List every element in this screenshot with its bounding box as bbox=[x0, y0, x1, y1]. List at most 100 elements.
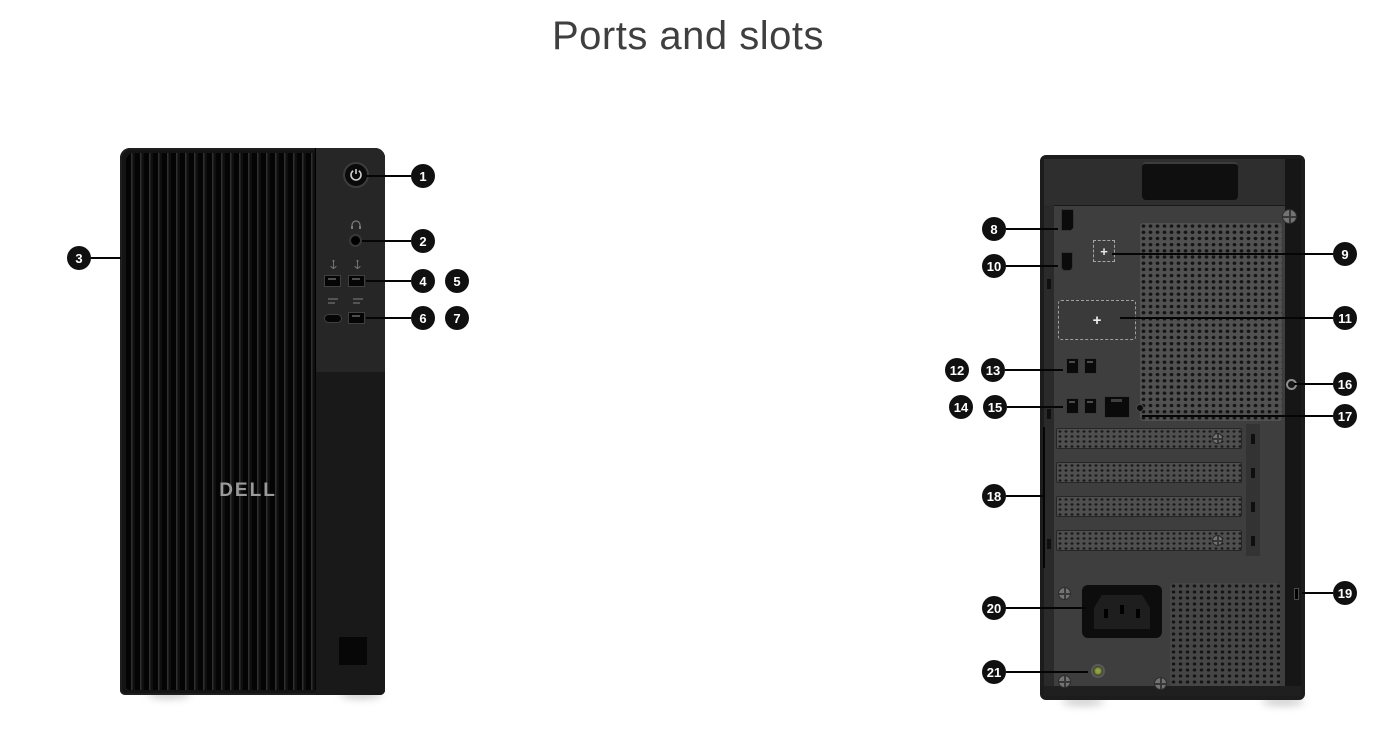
strip-slot bbox=[1251, 468, 1255, 478]
ac-socket-shape bbox=[1094, 595, 1150, 629]
frame-notch bbox=[1047, 409, 1051, 419]
callout-badge-1: 1 bbox=[411, 164, 435, 188]
callout-line bbox=[1112, 253, 1333, 255]
callout-line bbox=[366, 317, 411, 319]
expansion-slot-cover bbox=[1056, 462, 1242, 483]
rear-left-frame bbox=[1044, 205, 1054, 686]
optional-slot: + bbox=[1058, 300, 1136, 340]
security-cable-slot bbox=[1294, 588, 1299, 600]
usb-a-port bbox=[348, 312, 365, 324]
rear-right-frame bbox=[1285, 159, 1301, 696]
psu-vent-grid bbox=[1170, 583, 1280, 686]
front-vent-ridges bbox=[126, 153, 318, 690]
headset-icon bbox=[351, 220, 361, 229]
callout-line bbox=[1142, 415, 1333, 417]
expansion-slot-cover bbox=[1056, 530, 1242, 551]
displayport bbox=[1061, 209, 1074, 231]
power-connector bbox=[1082, 585, 1162, 638]
expansion-slot-cover bbox=[1056, 428, 1242, 449]
callout-badge-13: 13 bbox=[981, 358, 1005, 382]
usb-c-speed-icon bbox=[328, 298, 338, 304]
callout-badge-17: 17 bbox=[1333, 404, 1357, 428]
callout-badge-21: 21 bbox=[982, 660, 1006, 684]
usb-port bbox=[1084, 358, 1097, 374]
strip-slot bbox=[1251, 536, 1255, 546]
rear-bottom-frame bbox=[1044, 686, 1301, 696]
ac-pin bbox=[1120, 605, 1124, 614]
callout-badge-8: 8 bbox=[982, 217, 1006, 241]
callout-line bbox=[1006, 607, 1086, 609]
callout-badge-10: 10 bbox=[982, 254, 1006, 278]
ethernet-port bbox=[1104, 396, 1130, 418]
strip-slot bbox=[1251, 502, 1255, 512]
callout-line bbox=[1007, 406, 1063, 408]
dell-logo: DELL bbox=[219, 480, 277, 501]
callout-line bbox=[1006, 495, 1043, 497]
rear-vent-grid bbox=[1140, 223, 1282, 421]
front-bottom-badge bbox=[339, 637, 367, 665]
callout-badge-3: 3 bbox=[67, 246, 91, 270]
power-icon bbox=[350, 169, 362, 181]
tower-foot-shadow bbox=[1062, 697, 1104, 706]
callout-line bbox=[1294, 383, 1333, 385]
callout-badge-7: 7 bbox=[445, 306, 469, 330]
callout-badge-15: 15 bbox=[983, 395, 1007, 419]
ac-pin bbox=[1136, 609, 1140, 618]
usb-port bbox=[1084, 398, 1097, 414]
slot-screw bbox=[1212, 433, 1223, 444]
callout-line bbox=[366, 175, 411, 177]
usb-a-port bbox=[324, 275, 341, 287]
handle-recess bbox=[1142, 162, 1238, 200]
ac-pin bbox=[1104, 609, 1108, 618]
usb-speed-icon bbox=[353, 298, 363, 304]
callout-line bbox=[1302, 592, 1333, 594]
padlock-ring bbox=[1286, 379, 1297, 390]
usb-port bbox=[1066, 398, 1079, 414]
callout-badge-12: 12 bbox=[945, 358, 969, 382]
callout-line bbox=[1006, 265, 1058, 267]
callout-badge-6: 6 bbox=[411, 306, 435, 330]
usb-icon bbox=[354, 259, 361, 269]
slot-screw bbox=[1212, 535, 1223, 546]
hdmi-port bbox=[1061, 252, 1073, 271]
slot-retention-strip bbox=[1246, 424, 1260, 556]
callout-bracket bbox=[1043, 427, 1045, 568]
callout-line bbox=[1006, 671, 1088, 673]
callout-line bbox=[1120, 317, 1333, 319]
thumbscrew bbox=[1282, 209, 1297, 224]
callout-badge-20: 20 bbox=[982, 596, 1006, 620]
psu-diagnostic-light bbox=[1091, 664, 1105, 678]
callout-badge-14: 14 bbox=[949, 395, 973, 419]
strip-slot bbox=[1251, 434, 1255, 444]
callout-line bbox=[366, 280, 411, 282]
expansion-slot-cover bbox=[1056, 496, 1242, 517]
callout-badge-5: 5 bbox=[445, 269, 469, 293]
headset-jack-port bbox=[349, 234, 362, 247]
callout-badge-19: 19 bbox=[1333, 581, 1357, 605]
usb-c-port bbox=[324, 314, 342, 323]
tower-foot-shadow bbox=[1262, 697, 1304, 706]
callout-line bbox=[1005, 369, 1063, 371]
page-title: Ports and slots bbox=[551, 14, 825, 58]
callout-badge-2: 2 bbox=[411, 229, 435, 253]
optional-port: + bbox=[1093, 240, 1115, 262]
rear-top-frame bbox=[1044, 159, 1301, 206]
frame-notch bbox=[1047, 279, 1051, 289]
antenna-connector bbox=[1136, 404, 1144, 412]
usb-icon bbox=[330, 259, 337, 269]
psu-screw bbox=[1058, 587, 1071, 600]
callout-badge-4: 4 bbox=[411, 269, 435, 293]
psu-screw bbox=[1058, 675, 1071, 688]
usb-a-port bbox=[348, 275, 365, 287]
psu-screw bbox=[1154, 677, 1167, 690]
callout-badge-16: 16 bbox=[1333, 372, 1357, 396]
callout-badge-18: 18 bbox=[982, 484, 1006, 508]
callout-badge-9: 9 bbox=[1333, 242, 1357, 266]
usb-port bbox=[1066, 358, 1079, 374]
callout-badge-11: 11 bbox=[1333, 306, 1357, 330]
frame-notch bbox=[1047, 539, 1051, 549]
callout-line bbox=[362, 240, 411, 242]
callout-line bbox=[91, 257, 121, 259]
callout-line bbox=[1006, 228, 1058, 230]
